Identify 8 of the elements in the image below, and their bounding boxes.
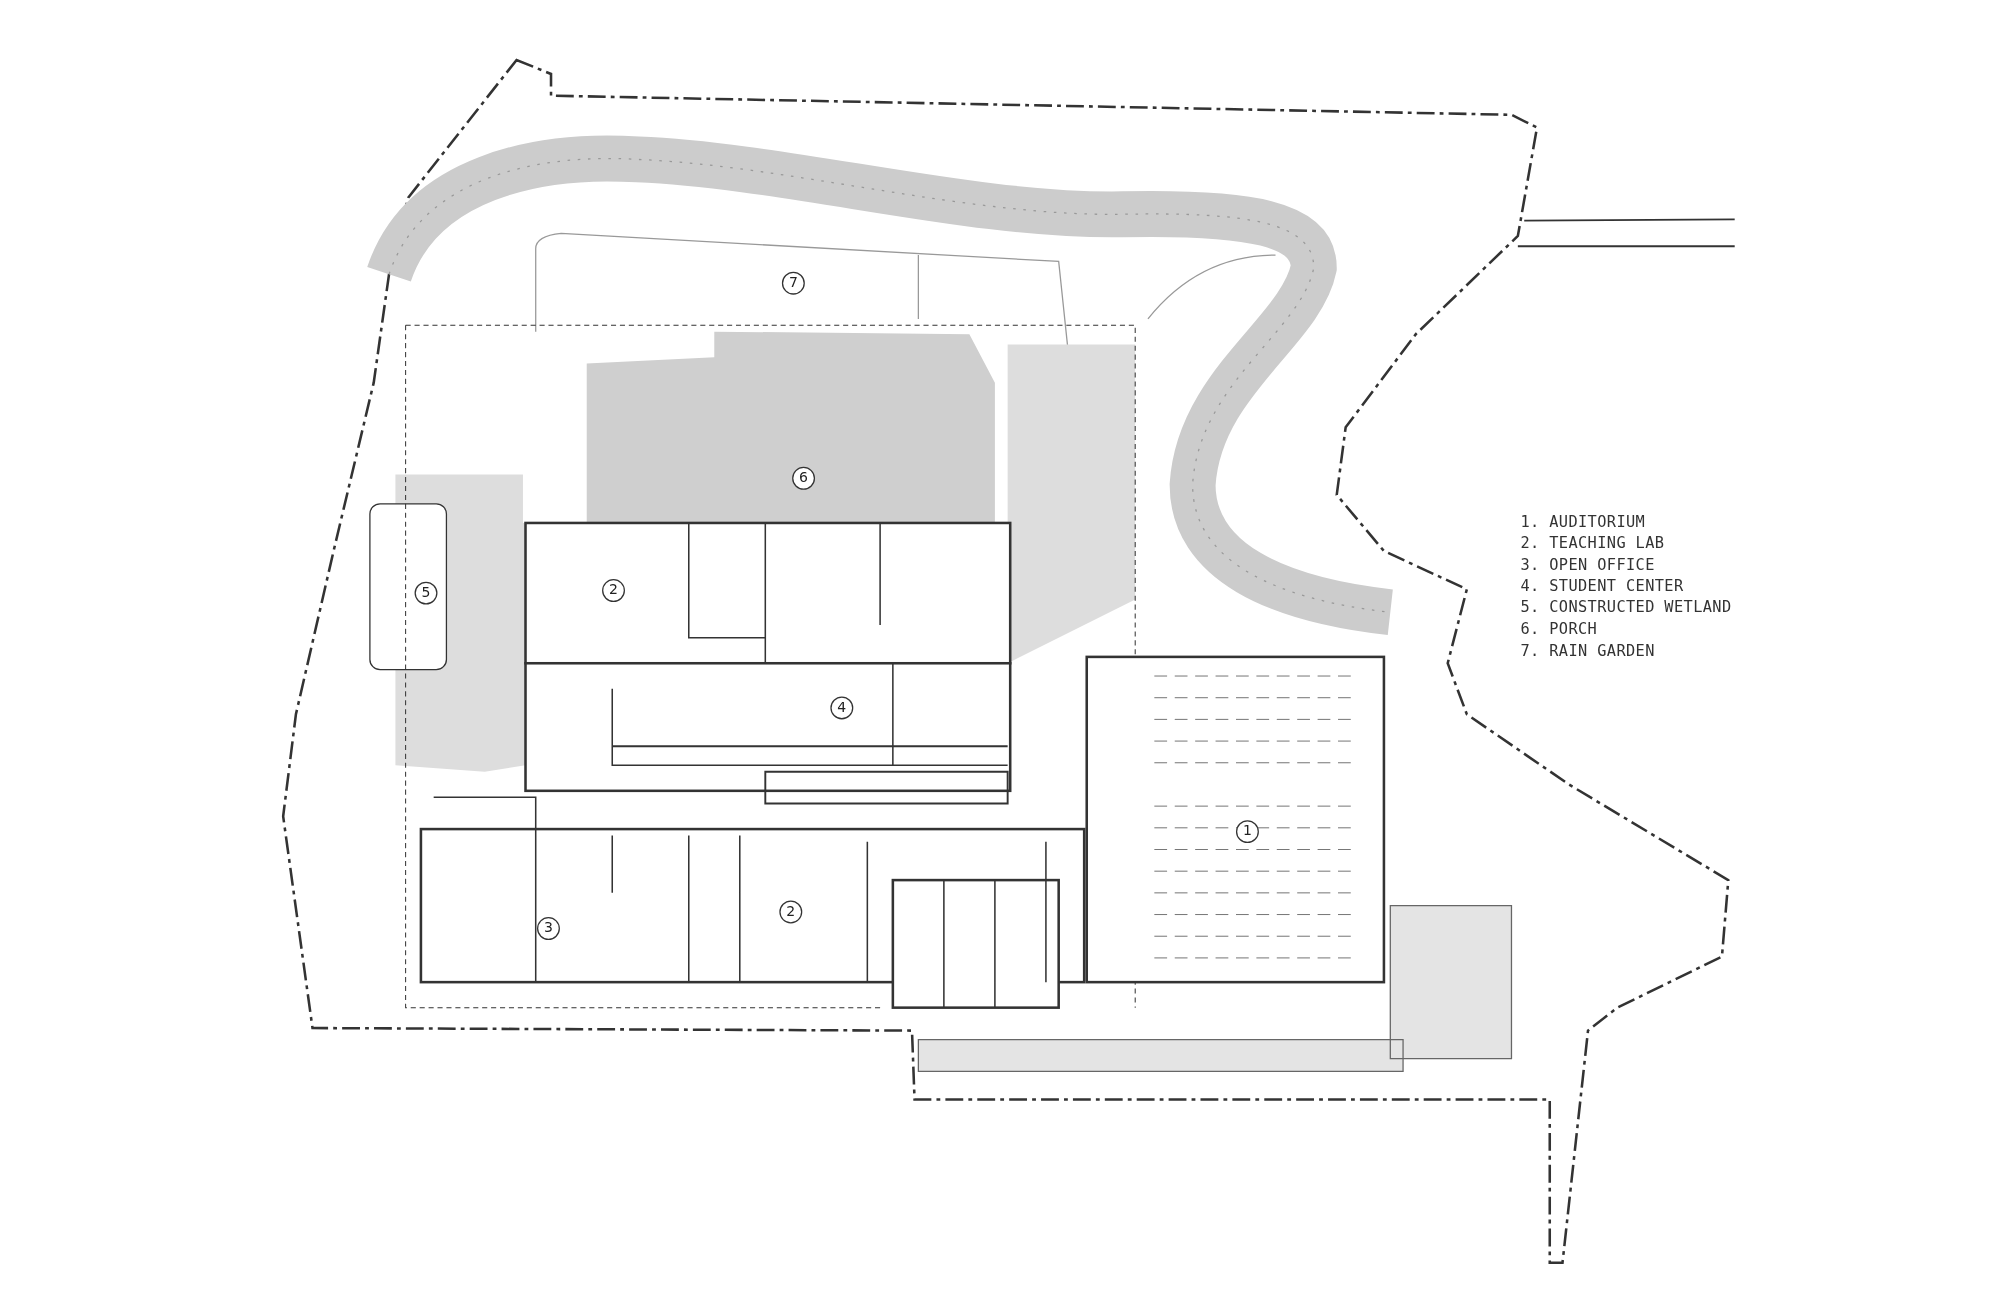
room-list-item: 7. RAIN GARDEN [1520,641,1655,660]
room-list-item: 4. STUDENT CENTER [1520,577,1684,595]
room-list-item: 2. TEACHING LAB [1520,534,1665,553]
room-list-item: 5. CONSTRUCTED WETLAND [1520,598,1732,617]
callout-number: 7 [781,271,805,295]
room-list-item: 6. PORCH [1520,619,1598,638]
room-list-item: 3. OPEN OFFICE [1520,555,1655,574]
room-list-item: 1. AUDITORIUM [1520,512,1646,531]
